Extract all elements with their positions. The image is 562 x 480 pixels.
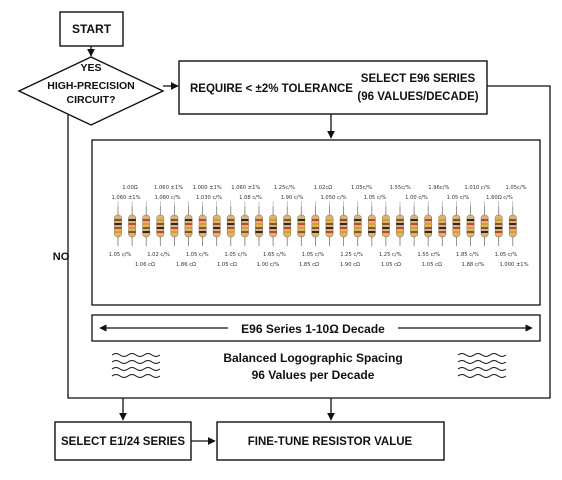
resistor-icon <box>297 206 306 246</box>
resistor-icon <box>494 206 503 246</box>
resistor-value-label: 1.05c/% <box>351 185 372 191</box>
resistor-icon <box>396 206 404 246</box>
resistor-icon <box>142 206 151 246</box>
fine-tune-label: FINE-TUNE RESISTOR VALUE <box>248 436 413 448</box>
wave-decoration-left <box>111 353 161 378</box>
fine-tune-box <box>216 421 445 461</box>
resistor-value-label: 1.25c/% <box>274 185 295 191</box>
resistor-icon <box>353 206 362 246</box>
resistor-value-label: 1.86 cΩ <box>176 262 196 268</box>
resistor-icon <box>184 206 193 246</box>
require-box <box>178 60 488 115</box>
resistor-value-label: 1.05 c/% <box>364 195 387 201</box>
resistor-icon <box>212 206 221 246</box>
resistor-value-label: 1.65 c/% <box>263 252 286 258</box>
resistor-value-label: 1.05c/% <box>505 185 526 191</box>
resistor-value-label: 1.05 c/% <box>495 252 518 258</box>
resistor-icon <box>269 206 277 246</box>
resistor-icon <box>198 206 207 246</box>
resistor-value-label: 1.05 cΩ <box>422 262 442 268</box>
select-e96-line1: SELECT E96 SERIES <box>361 73 476 85</box>
decade-label-bg <box>228 320 398 336</box>
resistor-icon <box>438 206 447 246</box>
resistor-value-label: 1.05 c/% <box>109 252 132 258</box>
resistor-value-label: 1.060 ±1% <box>154 185 183 191</box>
resistor-value-label: 1.90 cΩ <box>340 262 360 268</box>
select-e124-label: SELECT E1/24 SERIES <box>61 436 185 448</box>
decision-question-line2: CIRCUIT? <box>67 94 116 106</box>
connectors <box>67 46 551 445</box>
resistor-value-label: 1.000 ±1% <box>499 262 528 268</box>
resistor-value-label: 1.060 c/% <box>154 195 180 201</box>
resistor-value-label: 1.02cΩ <box>314 185 332 191</box>
resistor-icon <box>128 206 136 246</box>
resistor-row <box>114 206 517 246</box>
resistor-value-label: 1.050 c/% <box>320 195 346 201</box>
resistor-icon <box>241 206 249 246</box>
resistor-value-label: 1.25 c/% <box>379 252 402 258</box>
no-label: NO <box>53 251 70 263</box>
start-label: START <box>72 22 112 36</box>
decade-label: E96 Series 1-10Ω Decade <box>241 322 385 336</box>
resistor-value-label: 1.02 c/% <box>147 252 170 258</box>
select-e96-line2: (96 VALUES/DECADE) <box>357 91 478 103</box>
resistor-value-label: 1.05 c/% <box>224 252 247 258</box>
resistor-value-label: 1.05 cΩ <box>217 262 237 268</box>
decision-yes: YES <box>80 62 101 74</box>
resistor-value-label: 1.00Ω <box>122 185 138 191</box>
resistor-value-label: 1.010 c/% <box>464 185 490 191</box>
resistor-value-label: 1.55 c/% <box>417 252 440 258</box>
resistor-icon <box>466 206 475 246</box>
resistor-value-label: 1.25 c/% <box>340 252 363 258</box>
resistor-icon <box>452 206 461 246</box>
require-label: REQUIRE < ±2% TOLERANCE <box>190 83 353 95</box>
resistor-icon <box>424 206 433 246</box>
spacing-caption-line1: Balanced Logographic Spacing <box>223 351 402 365</box>
resistor-icon <box>170 206 179 246</box>
resistor-value-label: 1.05 c/% <box>447 195 470 201</box>
decision-diamond <box>17 56 165 126</box>
resistor-icon <box>508 206 517 246</box>
spacing-caption-line2: 96 Values per Decade <box>252 368 375 382</box>
resistor-value-label: 1.96c/% <box>428 185 449 191</box>
resistor-value-label: 1.05 c/% <box>186 252 209 258</box>
resistor-value-label: 1.88 c/% <box>462 262 485 268</box>
resistor-value-label: 1.06 cΩ <box>135 262 155 268</box>
no-path-line <box>67 104 123 399</box>
resistor-value-label: 1.00 c/% <box>405 195 428 201</box>
right-loop-line <box>331 85 551 399</box>
wave-decoration-right <box>457 353 507 378</box>
select-e124-box <box>54 421 192 461</box>
resistor-icon <box>410 206 418 246</box>
resistor-icon <box>311 206 320 246</box>
start-box <box>59 11 124 47</box>
resistor-value-label: 1.030 c/% <box>196 195 222 201</box>
resistor-value-label: 1.060 ±1% <box>231 185 260 191</box>
resistor-value-label: 1.85 cΩ <box>299 262 319 268</box>
decision-question-line1: HIGH-PRECISION <box>47 80 135 92</box>
resistor-icon <box>226 206 235 246</box>
resistor-value-label: 1.000 ±1% <box>193 185 222 191</box>
resistor-icon <box>382 206 390 246</box>
resistor-icon <box>325 206 334 246</box>
resistor-value-label: 1.60Ω c/% <box>486 195 513 201</box>
resistor-value-labels: 1.00Ω 1.060 ±1% 1.000 ±1% 1.060 ±1% 1.25c/% 1… <box>109 185 529 268</box>
resistor-icon <box>156 206 165 246</box>
resistor-icon <box>283 206 292 246</box>
resistor-value-label: 1.05 cΩ <box>381 262 401 268</box>
resistor-value-label: 1.05 c/% <box>302 252 325 258</box>
resistor-value-label: 1.00 c/% <box>257 262 280 268</box>
resistor-value-label: 1.55c/% <box>390 185 411 191</box>
resistor-icon <box>339 206 348 246</box>
resistor-icon <box>480 206 489 246</box>
resistor-icon <box>114 206 122 246</box>
resistor-icon <box>367 206 376 246</box>
resistor-value-label: 1.060 ±1% <box>111 195 140 201</box>
resistor-value-label: 1.08 c/% <box>239 195 262 201</box>
resistor-icon <box>255 206 263 246</box>
resistor-value-label: 1.90 c/% <box>281 195 304 201</box>
resistor-value-label: 1.85 c/% <box>456 252 479 258</box>
